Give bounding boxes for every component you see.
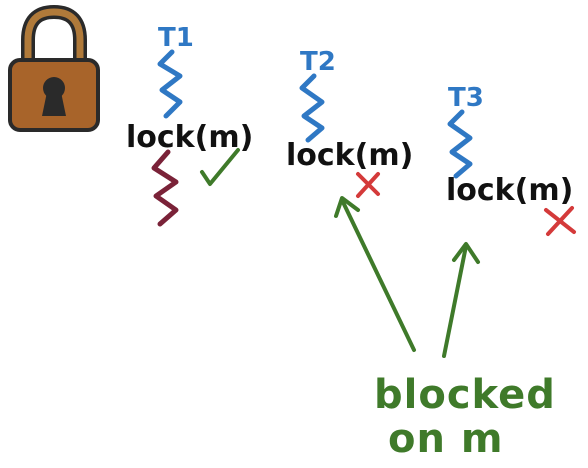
thread-t3: T3 lock(m) [446, 83, 576, 236]
thread-t2: T2 lock(m) [286, 47, 413, 198]
annotation-line2: on m [388, 416, 504, 462]
critical-section-wave [151, 149, 179, 227]
lock-call: lock(m) [286, 138, 413, 173]
padlock-icon [8, 4, 100, 132]
thread-label: T2 [300, 47, 336, 77]
thread-label: T3 [448, 83, 484, 113]
thread-label: T1 [158, 23, 194, 53]
cross-icon [544, 206, 576, 236]
cross-icon [356, 172, 380, 198]
annotation-line1: blocked [374, 372, 556, 418]
lock-call: lock(m) [126, 120, 253, 155]
arrow-to-t2 [334, 196, 416, 352]
thread-t1-wave [157, 49, 183, 119]
checkmark-icon [200, 148, 240, 186]
arrow-to-t3 [442, 242, 480, 358]
thread-t2-wave [299, 73, 325, 143]
lock-call: lock(m) [446, 173, 573, 208]
thread-t3-wave [447, 109, 473, 179]
thread-t1: T1 lock(m) [126, 23, 253, 227]
